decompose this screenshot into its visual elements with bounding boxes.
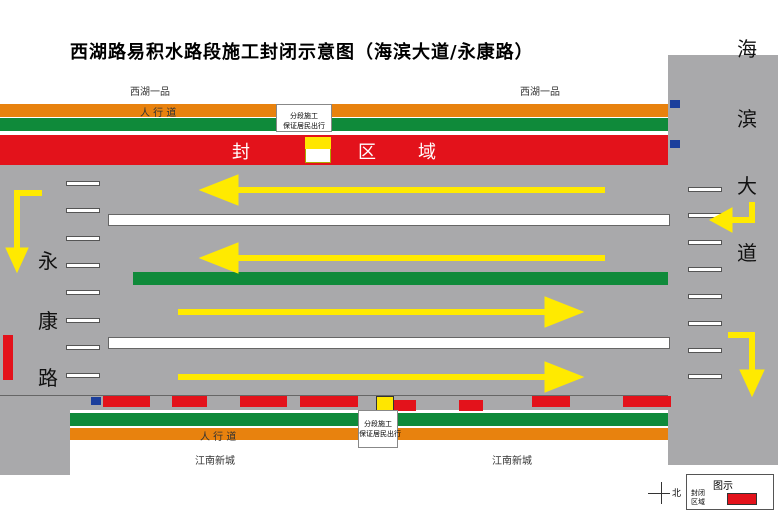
legend-box: 图示 封闭 区域 — [686, 474, 774, 510]
median-2 — [108, 337, 670, 349]
lane-mark — [688, 187, 722, 192]
closed-block — [240, 396, 287, 407]
sign-icon — [91, 397, 101, 405]
green-belt-top — [0, 118, 668, 131]
lane-mark — [66, 208, 100, 213]
lane-mark — [688, 348, 722, 353]
arrow-head-icon — [5, 247, 29, 274]
lane-mark — [66, 263, 100, 268]
arrow-head-icon — [708, 207, 733, 233]
lane-mark — [688, 374, 722, 379]
notice-bottom: 分段施工 保证居民出行 — [358, 410, 401, 448]
closed-block — [103, 396, 150, 407]
lane-mark — [688, 294, 722, 299]
label-bottom-right: 江南新城 — [492, 456, 532, 467]
lane-mark — [66, 236, 100, 241]
arrow-left-icon — [198, 242, 605, 274]
lane-mark — [66, 318, 100, 323]
lane-mark — [688, 321, 722, 326]
lane-mark — [66, 345, 100, 350]
arrow-right-icon — [178, 361, 585, 393]
arrow-turn-down-icon — [728, 332, 755, 372]
closed-label-2: 区 — [358, 142, 376, 163]
north-icon-v — [661, 482, 662, 504]
yellow-marker-top2 — [305, 137, 331, 149]
closed-block-left — [3, 335, 13, 380]
legend-item-label: 封闭 区域 — [691, 489, 705, 506]
north-icon — [648, 493, 670, 494]
closed-block — [459, 400, 483, 411]
notice-top: 分段施工 保证居民出行 — [276, 104, 332, 132]
label-top-left: 西湖一品 — [130, 87, 170, 98]
label-bottom-left: 江南新城 — [195, 456, 235, 467]
sign-icon — [670, 100, 680, 108]
arrow-turn-down-icon — [730, 202, 755, 223]
closed-block — [532, 396, 570, 407]
label-top-right: 西湖一品 — [520, 87, 560, 98]
lane-mark — [688, 240, 722, 245]
closed-block — [623, 396, 671, 407]
road-edge-line — [0, 395, 668, 396]
median-1 — [108, 214, 670, 226]
closed-label-3: 域 — [418, 142, 436, 163]
sidewalk-top — [0, 104, 668, 117]
sidewalk-top-label: 人 行 道 — [140, 108, 177, 119]
closed-zone-top — [0, 135, 668, 165]
closed-block — [394, 400, 416, 411]
road-label-yongkang-2: 康 — [38, 309, 58, 333]
road-label-yongkang-1: 永 — [38, 249, 58, 273]
arrow-left-icon — [198, 174, 605, 206]
arrow-turn-down-icon — [14, 190, 42, 250]
road-label-haibin-4: 道 — [737, 241, 757, 265]
closed-block — [300, 396, 358, 407]
road-haibin — [668, 55, 778, 465]
sidewalk-bottom-label: 人 行 道 — [200, 432, 237, 443]
road-label-haibin-3: 大 — [737, 174, 757, 198]
closed-block — [172, 396, 207, 407]
legend-closed-swatch — [727, 493, 757, 505]
road-label-yongkang-3: 路 — [38, 366, 58, 390]
map-title: 西湖路易积水路段施工封闭示意图（海滨大道/永康路） — [70, 42, 534, 63]
lane-mark — [66, 290, 100, 295]
lane-mark — [688, 267, 722, 272]
lane-mark — [66, 181, 100, 186]
north-label: 北 — [672, 489, 682, 499]
lane-mark — [66, 373, 100, 378]
arrow-right-icon — [178, 296, 585, 328]
road-label-haibin-1: 海 — [737, 37, 757, 61]
road-label-haibin-2: 滨 — [737, 107, 757, 131]
sign-icon — [670, 140, 680, 148]
median-green — [133, 272, 668, 285]
legend-title: 图示 — [713, 481, 733, 492]
closed-label-1: 封 — [232, 142, 250, 163]
arrow-head-icon — [739, 369, 765, 398]
